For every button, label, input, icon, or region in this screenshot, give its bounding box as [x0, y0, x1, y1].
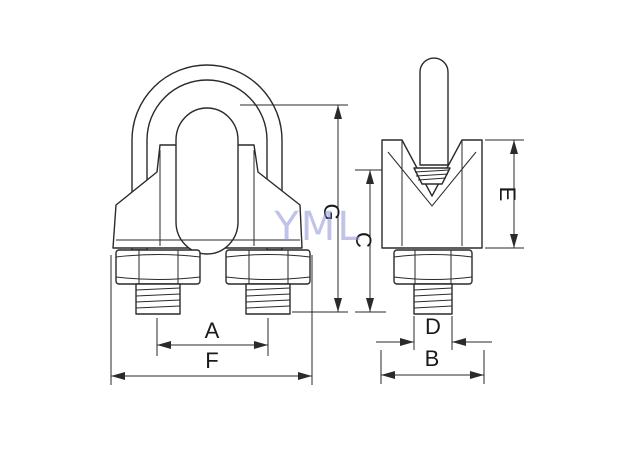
dimension-f [110, 255, 313, 385]
dimension-b-label: B [425, 346, 440, 371]
dimension-g-label: G [319, 203, 344, 220]
dimension-e-label: E [495, 187, 520, 202]
dimension-c [355, 169, 386, 313]
dimension-c-label: C [351, 232, 376, 248]
saddle-groove-line [387, 151, 477, 207]
right-thread [245, 283, 291, 315]
side-view: D B E [376, 57, 524, 384]
left-hex-nut [115, 249, 201, 285]
rope-in-groove [413, 167, 451, 185]
front-view: A F G [110, 64, 348, 385]
watermark-logo: YML [273, 204, 361, 250]
right-hex-nut [225, 249, 311, 285]
dimension-g [240, 104, 348, 313]
dimension-b [380, 350, 485, 384]
dimension-a [156, 318, 269, 356]
dimension-f-label: F [205, 348, 218, 373]
dimension-a-label: A [205, 318, 220, 343]
rope-groove [175, 107, 239, 255]
left-thread [135, 283, 181, 315]
dimension-d-label: D [425, 314, 441, 339]
dimension-e [485, 139, 524, 249]
u-bolt-end [419, 57, 449, 166]
side-hex-nut [393, 249, 473, 285]
dimension-d [376, 316, 492, 350]
side-thread [413, 283, 453, 315]
